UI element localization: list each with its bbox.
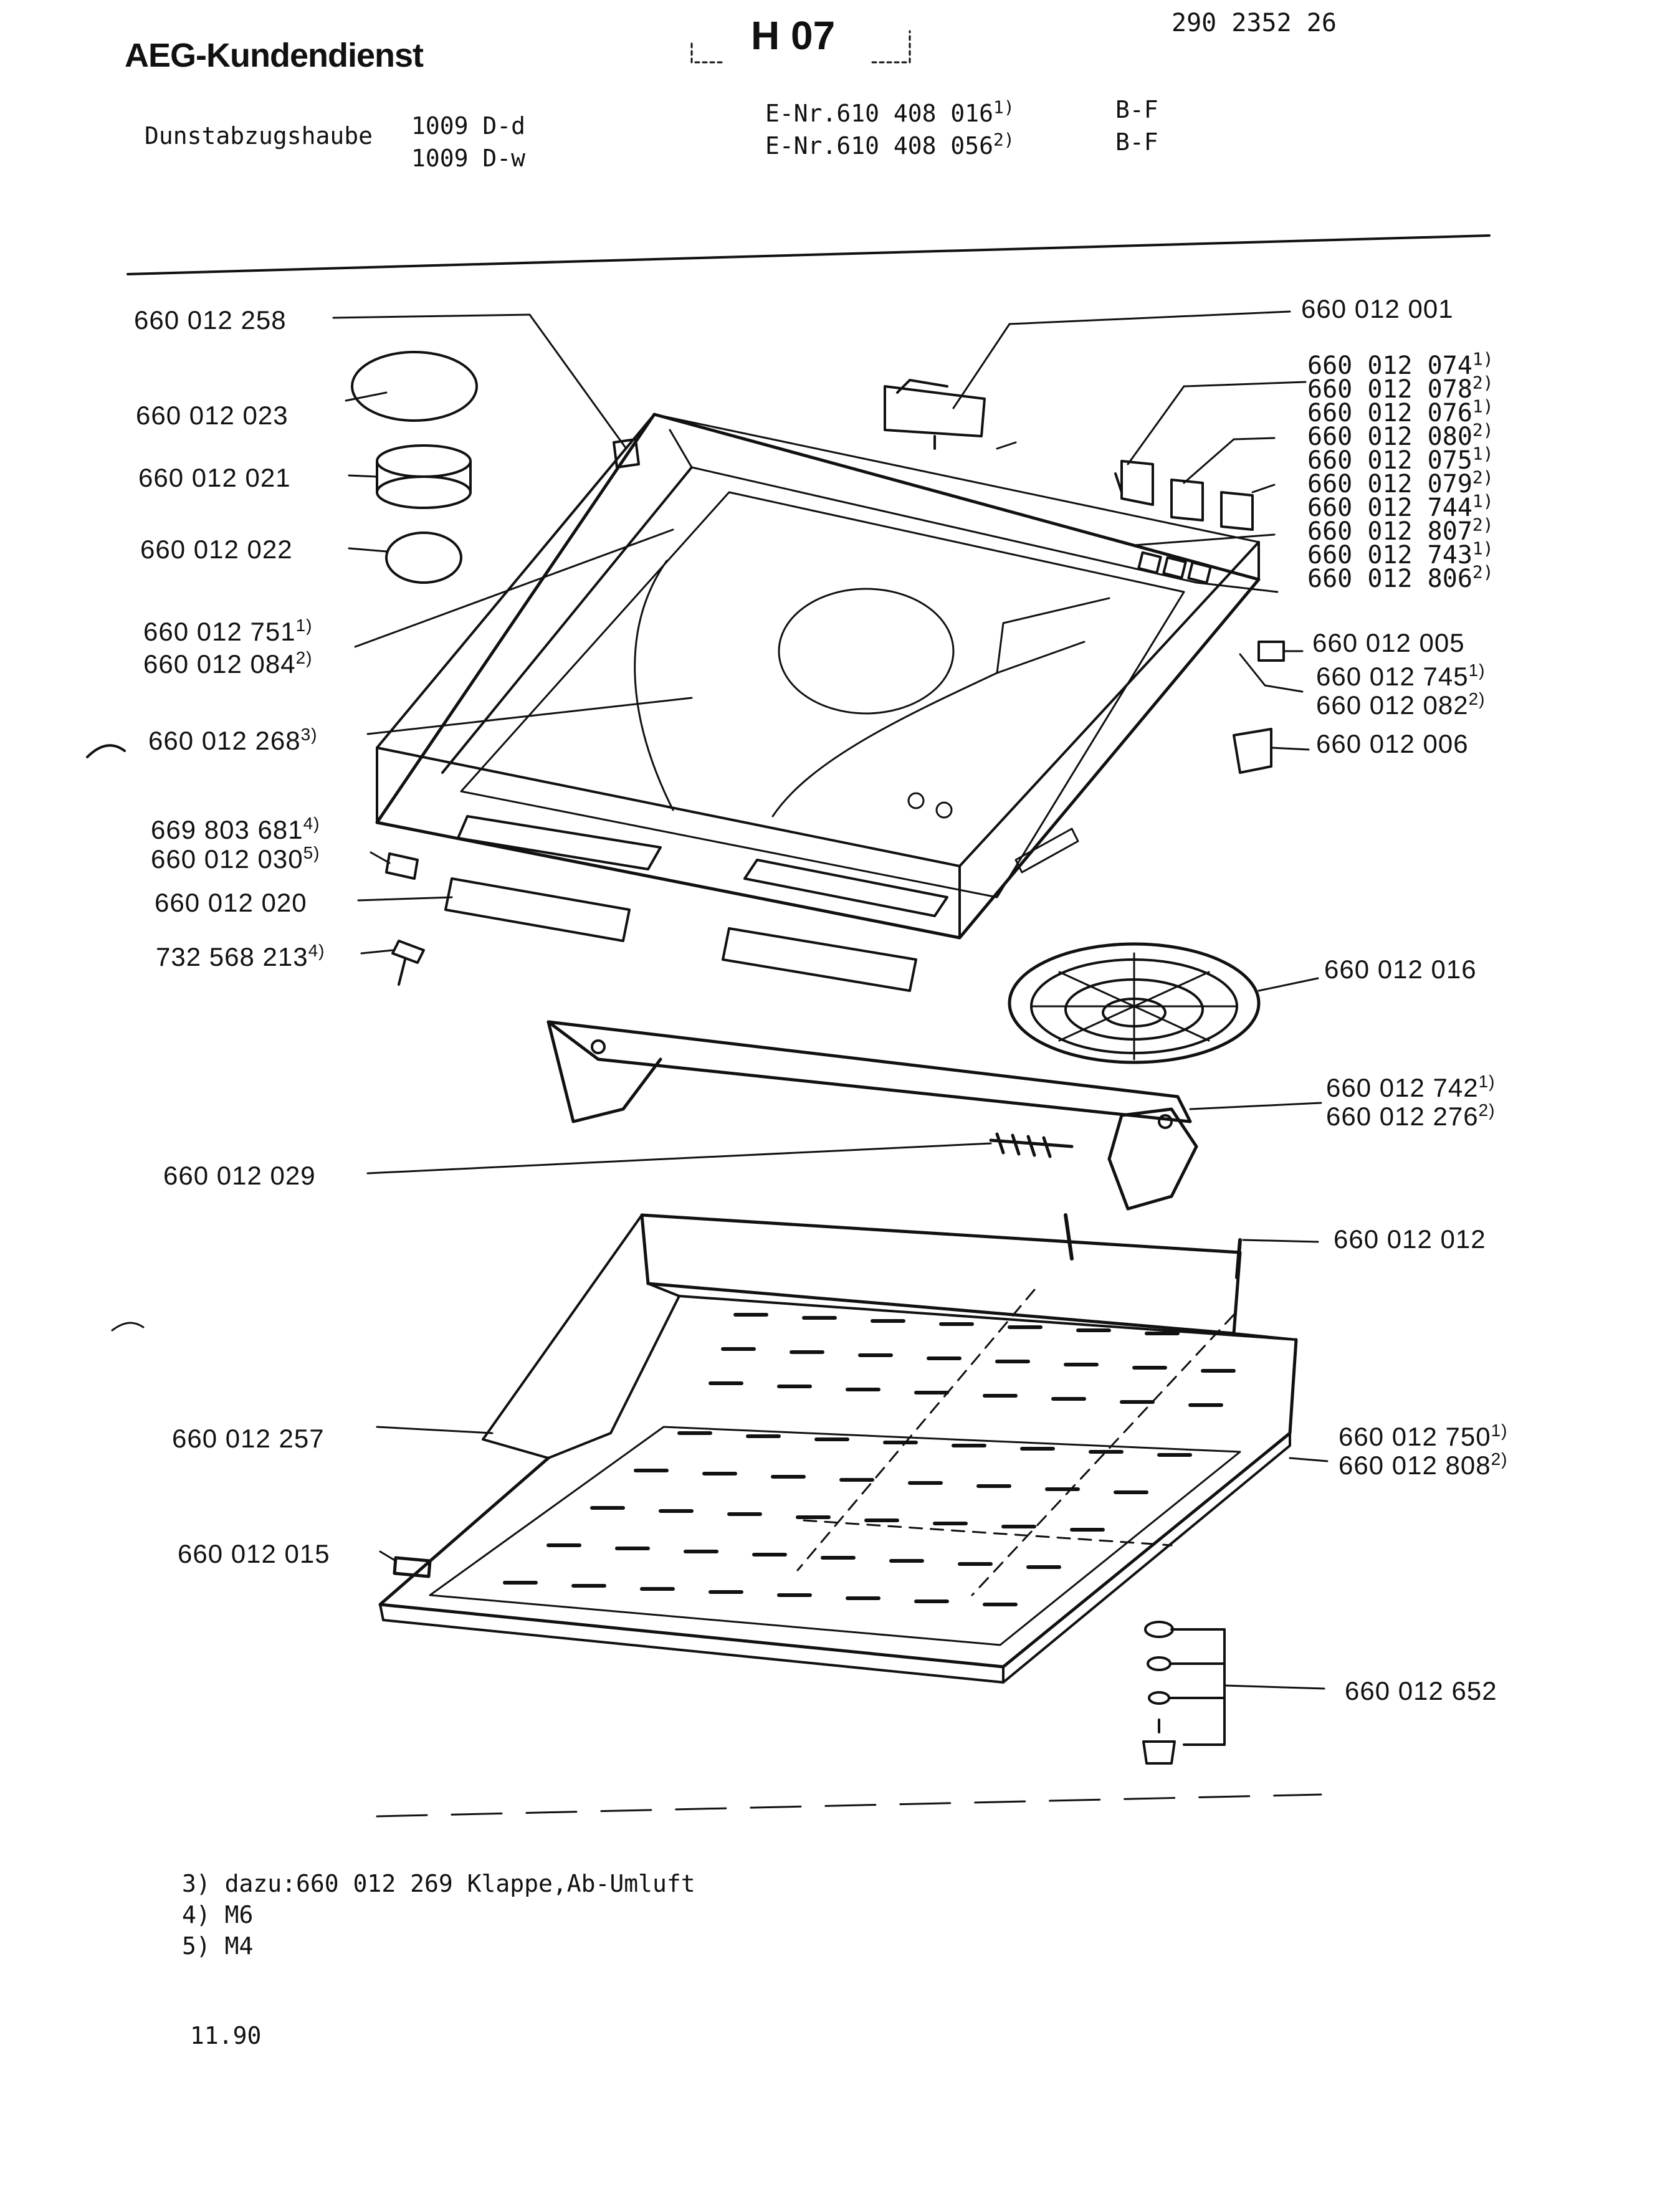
part-label: 660 012 023 (136, 401, 289, 430)
part-label: 660 012 016 (1324, 955, 1477, 984)
filter-022 (385, 532, 462, 584)
front-trim (546, 1020, 1198, 1211)
part-label: 669 803 6814) (151, 814, 320, 845)
header-rule (126, 234, 1491, 275)
ring-021 (376, 444, 472, 509)
sheet-bracket (690, 30, 911, 64)
model-1: 1009 D-d (411, 112, 526, 140)
part-label: 660 012 0305) (151, 843, 320, 874)
footnote: 4) M6 (182, 1901, 254, 1928)
enr-2-code: B-F (1115, 128, 1158, 156)
part-label: 660 012 652 (1345, 1676, 1497, 1705)
part-label: 660 012 7501) (1339, 1421, 1508, 1452)
switch-1 (1114, 460, 1154, 506)
hood-body (375, 412, 1261, 940)
tray-slots (503, 1313, 1236, 1606)
sheet-id: H 07 (751, 13, 836, 58)
enr-1-code: B-F (1115, 96, 1158, 123)
filter-tray (378, 1213, 1298, 1684)
revision-date: 11.90 (190, 2022, 262, 2049)
leader-lines (332, 310, 1329, 1690)
document-number: 290 2352 26 (1172, 9, 1337, 37)
clip-006 (1233, 728, 1272, 774)
switch-2 (1170, 479, 1204, 522)
part-label: 660 012 006 (1316, 729, 1469, 758)
part-label: 660 012 029 (163, 1161, 316, 1190)
part-label: 660 012 001 (1301, 294, 1454, 323)
hardware-652 (1142, 1621, 1226, 1765)
part-label: 660 012 012 (1334, 1224, 1486, 1254)
part-label: 660 012 005 (1312, 628, 1465, 657)
grill-016 (1008, 942, 1261, 1064)
part-label: 660 012 0822) (1316, 689, 1486, 720)
clip-015 (393, 1556, 432, 1578)
part-label: 660 012 0842) (143, 648, 313, 679)
part-label: 660 012 021 (138, 463, 291, 492)
screw-029 (989, 1132, 1074, 1158)
slot-cover-2 (722, 927, 917, 992)
part-label: 732 568 2134) (156, 941, 325, 972)
nut-681 (385, 852, 419, 880)
part-label: 660 012 020 (155, 888, 307, 917)
cover-023 (351, 351, 478, 422)
part-label: 660 012 7451) (1316, 660, 1486, 692)
footnote: 5) M4 (182, 1932, 254, 1960)
part-label: 660 012 257 (172, 1424, 325, 1453)
part-label: 660 012 015 (178, 1539, 330, 1568)
footnote: 3) dazu:660 012 269 Klappe,Ab-Umluft (182, 1870, 695, 1897)
screw-213 (391, 940, 425, 986)
part-label: 660 012 022 (140, 535, 293, 564)
enr-2: E-Nr.610 408 0562) (765, 129, 1014, 160)
knob (1257, 641, 1285, 662)
part-label: 660 012 7421) (1326, 1072, 1496, 1103)
product-label: Dunstabzugshaube (145, 122, 373, 150)
model-2: 1009 D-w (411, 145, 526, 172)
part-label-stack: 660 012 0741) 660 012 0782) 660 012 0761… (1307, 348, 1494, 593)
slot-cover-020 (444, 877, 631, 942)
part-label: 660 012 2683) (148, 725, 318, 756)
clip-258 (613, 438, 640, 469)
switch-bracket (884, 379, 986, 437)
part-label: 660 012 8082) (1339, 1449, 1508, 1480)
part-label: 660 012 2762) (1326, 1100, 1496, 1132)
part-label: 660 012 7511) (143, 616, 313, 647)
enr-1: E-Nr.610 408 0161) (765, 97, 1014, 127)
bottom-rule (376, 1793, 1322, 1818)
switch-3 (1220, 491, 1254, 531)
part-label: 660 012 258 (134, 305, 287, 335)
brand-title: AEG-Kundendienst (125, 37, 424, 74)
footnotes: 3) dazu:660 012 269 Klappe,Ab-Umluft 4) … (182, 1868, 695, 1962)
